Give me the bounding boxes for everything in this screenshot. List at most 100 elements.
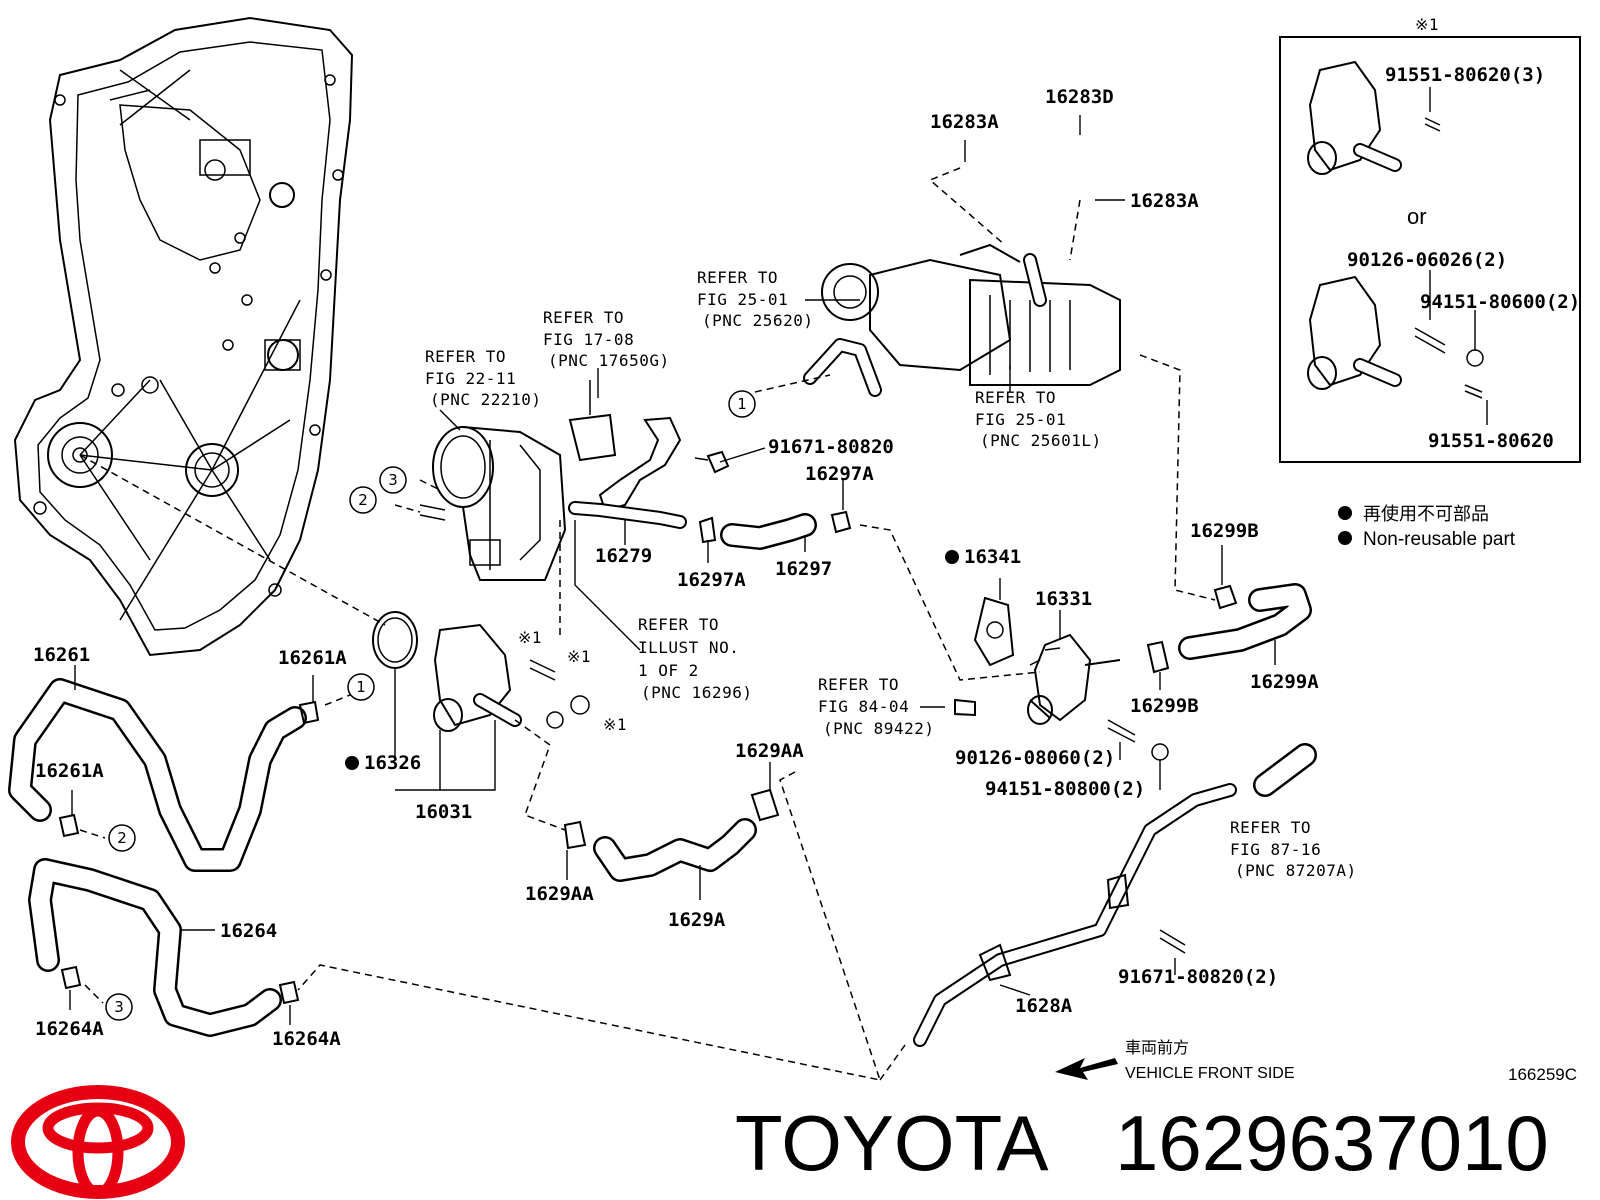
diagram-text: FIG 87-16	[1230, 840, 1321, 859]
non-reusable-dot	[345, 756, 359, 770]
arrow-left-icon	[1055, 1058, 1118, 1080]
diagram-text: FIG 84-04	[818, 697, 909, 716]
label-1629AA-top: 1629AA	[735, 740, 804, 762]
label-1629A: 1629A	[668, 909, 726, 931]
diagram-text: REFER TO	[818, 675, 899, 694]
diagram-text: REFER TO	[975, 388, 1056, 407]
callout-3-hose: 3	[105, 993, 133, 1021]
callout-1-egr: 1	[728, 390, 756, 418]
asterisk-mark: ※1	[518, 628, 542, 647]
label-16283D: 16283D	[1045, 86, 1114, 108]
hose-16261	[8, 678, 320, 872]
label-16283A-top: 16283A	[930, 111, 999, 133]
diagram-text: (PNC 89422)	[823, 719, 934, 738]
inset-box: ※1 91551-80620(3) or 90126-06026(2) 9415…	[1279, 15, 1581, 463]
label-16297: 16297	[775, 558, 832, 580]
legend: 再使用不可部品 Non-reusable part	[1338, 504, 1516, 550]
diagram-text: FIG 25-01	[697, 290, 788, 309]
ref-sensor: REFER TO FIG 17-08 (PNC 17650G)	[543, 308, 670, 370]
diagram-text: ILLUST NO.	[638, 638, 739, 657]
label-90126-08060: 90126-08060(2)	[955, 747, 1115, 769]
toyota-logo-icon	[11, 1085, 185, 1199]
callout-1-hose: 1	[347, 673, 375, 701]
callout-2-throttle: 2	[349, 486, 377, 514]
label-16326: 16326	[364, 752, 421, 774]
label-1629AA-low: 1629AA	[525, 883, 594, 905]
diagram-text: 3	[388, 471, 398, 489]
timing-chain-cover	[13, 16, 354, 657]
heater-pipe-1628A	[913, 743, 1317, 1047]
label-94151-80800: 94151-80800(2)	[985, 778, 1145, 800]
inset-marker: ※1	[1415, 15, 1439, 34]
label-16279: 16279	[595, 545, 652, 567]
inset-stud: 90126-06026(2)	[1347, 249, 1507, 271]
diagram-text: 1	[356, 678, 366, 696]
hose-16264	[28, 858, 300, 1037]
hose-1629A	[563, 788, 780, 882]
label-16283A-right: 16283A	[1130, 190, 1199, 212]
label-16264A-left: 16264A	[35, 1018, 104, 1040]
label-16261A-top: 16261A	[278, 647, 347, 669]
inset-nut: 94151-80600(2)	[1420, 291, 1580, 313]
egr-assembly	[803, 243, 1121, 397]
label-16264: 16264	[220, 920, 277, 942]
label-16331: 16331	[1035, 588, 1092, 610]
diagram-text: (PNC 25601L)	[980, 431, 1102, 450]
bracket	[598, 416, 730, 512]
diagram-text: 2	[358, 491, 368, 509]
diagram-text: REFER TO	[697, 268, 778, 287]
label-91671-80820-2: 91671-80820(2)	[1118, 966, 1278, 988]
diagram-text: (PNC 16296)	[641, 683, 752, 702]
non-reusable-dot	[945, 550, 959, 564]
hose-16299A	[1178, 583, 1312, 660]
ref-egr-valve: REFER TO FIG 25-01 (PNC 25620)	[697, 268, 813, 330]
water-inlet-16031	[372, 611, 590, 732]
diagram-text: 1 OF 2	[638, 661, 699, 680]
asterisk-mark: ※1	[603, 715, 627, 734]
ref-heater-pipe: REFER TO FIG 87-16 (PNC 87207A)	[1230, 818, 1357, 880]
throttle-body	[419, 426, 567, 581]
ref-temp-sensor: REFER TO FIG 84-04 (PNC 89422)	[818, 675, 934, 738]
ref-egr-cooler: REFER TO FIG 25-01 (PNC 25601L)	[975, 388, 1102, 450]
leader-lines	[69, 115, 1276, 1025]
label-16261A-low: 16261A	[35, 760, 104, 782]
footer-part-number: 1629637010	[1115, 1099, 1549, 1187]
legend-jp: 再使用不可部品	[1363, 504, 1489, 524]
label-16299B-bottom: 16299B	[1130, 695, 1199, 717]
asterisk-mark: ※1	[567, 647, 591, 666]
diagram-text: REFER TO	[638, 615, 719, 634]
inset-bolt-a: 91551-80620(3)	[1385, 64, 1545, 86]
diagram-text: 1	[737, 395, 747, 413]
diagram-text: (PNC 87207A)	[1235, 861, 1357, 880]
diagram-text: (PNC 22210)	[430, 390, 541, 409]
front-en: VEHICLE FRONT SIDE	[1125, 1065, 1295, 1082]
diagram-text: REFER TO	[1230, 818, 1311, 837]
label-16299A: 16299A	[1250, 671, 1319, 693]
diagram-text: REFER TO	[425, 347, 506, 366]
label-16031: 16031	[415, 801, 472, 823]
diagram-text: FIG 25-01	[975, 410, 1066, 429]
label-16297A-lower: 16297A	[677, 569, 746, 591]
diagram-text: (PNC 25620)	[702, 311, 813, 330]
vsv-sensor	[568, 380, 617, 462]
diagram-text: 2	[117, 829, 127, 847]
callout-3-throttle: 3	[379, 466, 407, 494]
water-pipe-16279	[568, 501, 687, 529]
diagram-text: 3	[114, 998, 124, 1016]
inset-or: or	[1407, 204, 1427, 229]
label-91671-80820: 91671-80820	[768, 436, 894, 458]
diagram-text: (PNC 17650G)	[548, 351, 670, 370]
ref-throttle: REFER TO FIG 22-11 (PNC 22210)	[425, 347, 541, 409]
diagram-text: FIG 22-11	[425, 369, 516, 388]
label-16341: 16341	[964, 546, 1021, 568]
ref-illust: REFER TO ILLUST NO. 1 OF 2 (PNC 16296)	[638, 615, 752, 702]
label-16264A-right: 16264A	[272, 1028, 341, 1050]
label-16261: 16261	[33, 644, 90, 666]
callout-2-hose: 2	[108, 824, 136, 852]
footer-brand: TOYOTA	[735, 1099, 1049, 1187]
hose-16297	[698, 510, 852, 550]
routing-lines	[79, 167, 1216, 1081]
drawing-code: 166259C	[1508, 1065, 1577, 1084]
diagram-text: REFER TO	[543, 308, 624, 327]
